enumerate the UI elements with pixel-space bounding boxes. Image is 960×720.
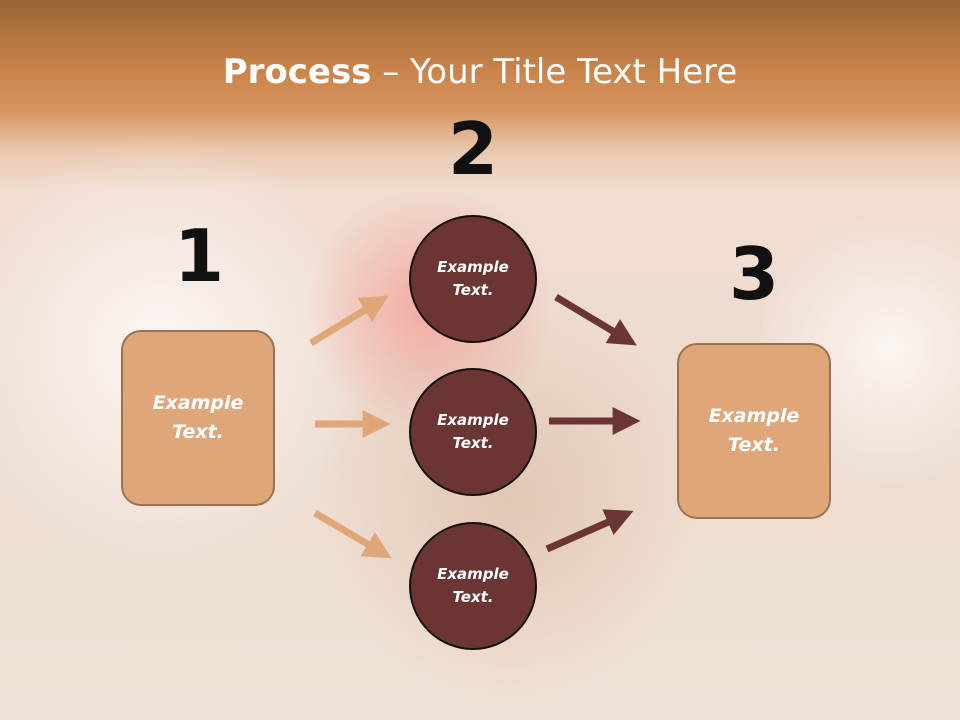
arrow-bot-to-3	[545, 509, 634, 553]
step-number-3: 3	[728, 232, 780, 316]
step-number-2: 2	[447, 107, 499, 191]
arrow-1-to-bot	[313, 509, 392, 559]
title-rest-part: – Your Title Text Here	[371, 52, 738, 92]
step-2-circle-middle: Example Text.	[409, 368, 537, 496]
slide-title: Process – Your Title Text Here	[0, 52, 960, 92]
step-1-box: Example Text.	[121, 330, 275, 506]
step-2-circle-bottom: Example Text.	[409, 522, 537, 650]
arrow-1-to-top	[309, 295, 389, 346]
title-bold-part: Process	[222, 52, 372, 92]
step-3-box: Example Text.	[677, 343, 831, 519]
step-number-1: 1	[173, 214, 225, 298]
step-2-circle-top: Example Text.	[409, 215, 537, 343]
arrow-top-to-3	[554, 293, 637, 346]
